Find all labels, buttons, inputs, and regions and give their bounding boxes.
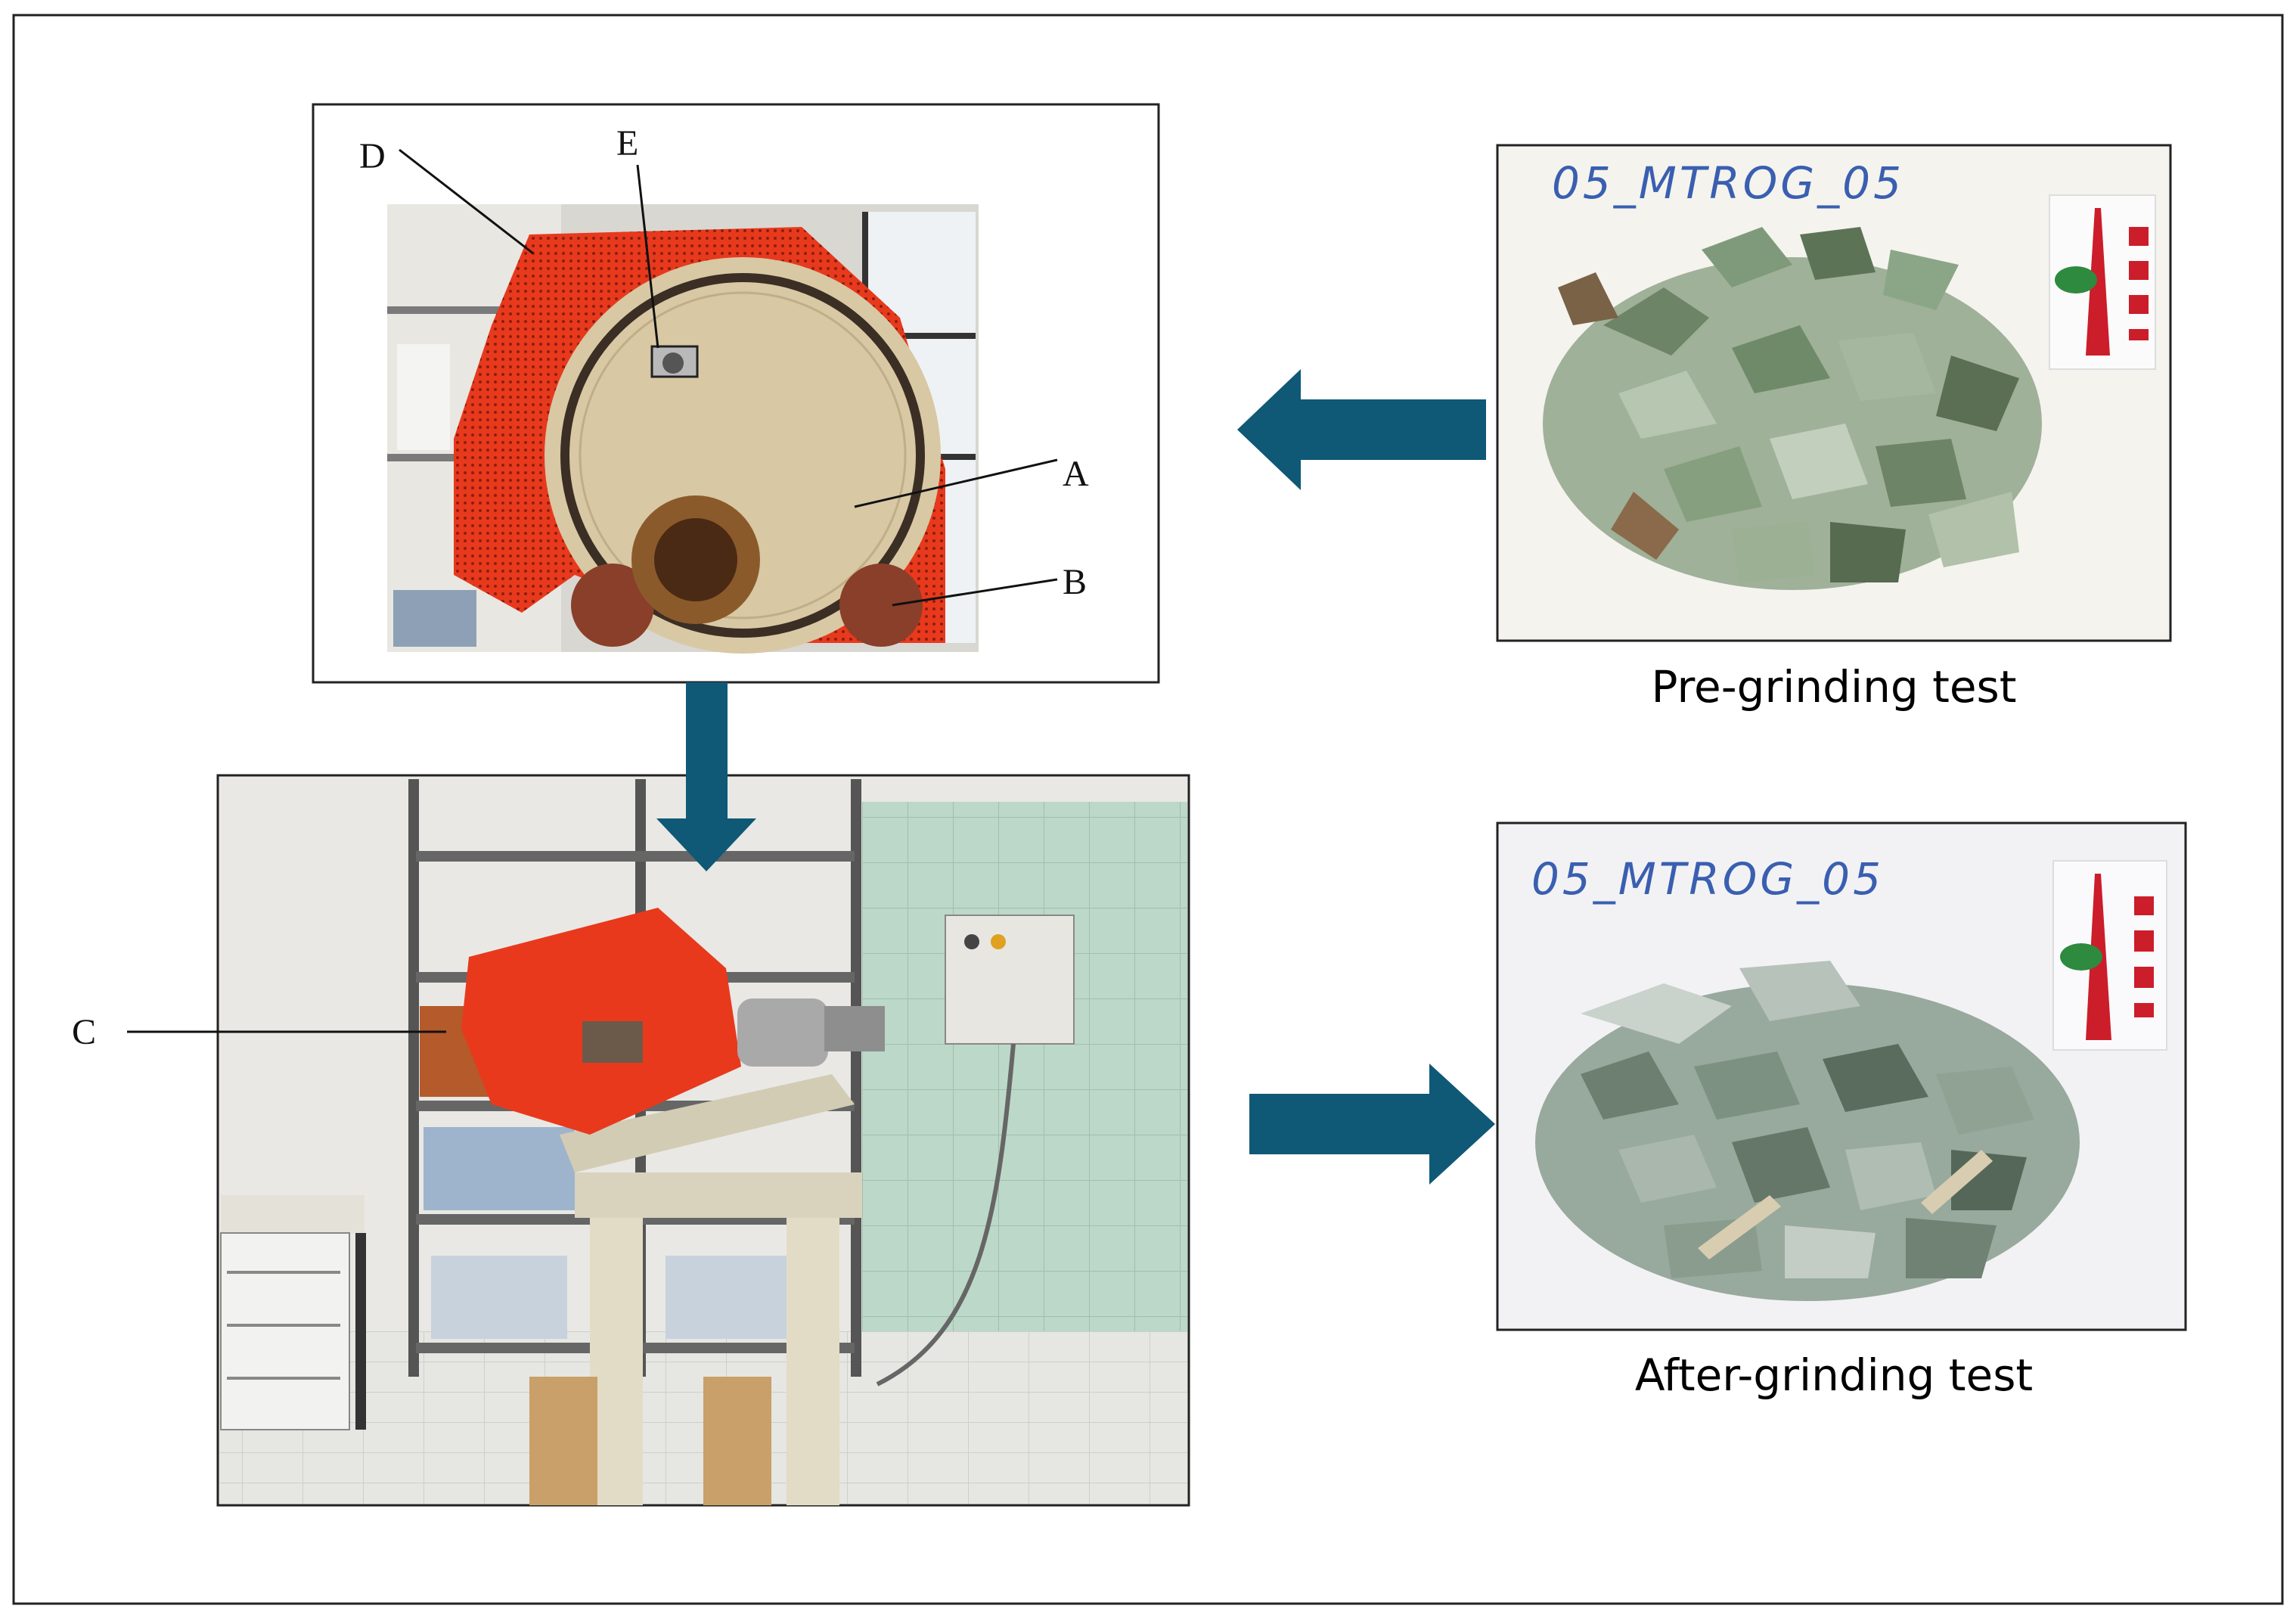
control-box [945,915,1075,1045]
grinder-machine-photo [127,774,1190,1507]
arrow-down [656,682,756,871]
label-e-leader [636,164,659,349]
grinder-closeup-panel: D E A B [312,103,1160,684]
label-b-leader [892,578,1058,607]
pre-sample-code: 05_MTROG_05 [1552,157,1904,209]
arrow-right [1249,1064,1495,1185]
after-grinding-photo: 05_MTROG_05 [1496,821,2187,1331]
machine-stand [529,1074,862,1505]
after-grinding-caption: After-grinding test [1635,1349,2033,1401]
electric-motor [737,998,885,1067]
label-a-leader [854,458,1058,508]
after-sample-code: 05_MTROG_05 [1531,853,1884,905]
scale-logo [2049,194,2156,370]
arrow-left [1237,369,1486,490]
label-d: D [359,136,386,176]
flow-arrows [656,369,1495,1185]
label-c: C [72,1012,96,1052]
rock-fragments-ground [1535,961,2080,1301]
metal-shelving [408,779,861,1377]
desk-drawers [220,1195,366,1430]
label-a: A [1063,454,1089,494]
pre-grinding-caption: Pre-grinding test [1651,661,2016,713]
pre-grinding-photo: 05_MTROG_05 [1496,144,2172,642]
label-b: B [1063,562,1087,602]
grinder-closeup-photo [387,204,979,654]
scale-logo-after [2052,860,2167,1051]
label-e: E [616,123,638,163]
label-d-leader [399,148,534,255]
rock-fragments-coarse [1543,227,2042,590]
